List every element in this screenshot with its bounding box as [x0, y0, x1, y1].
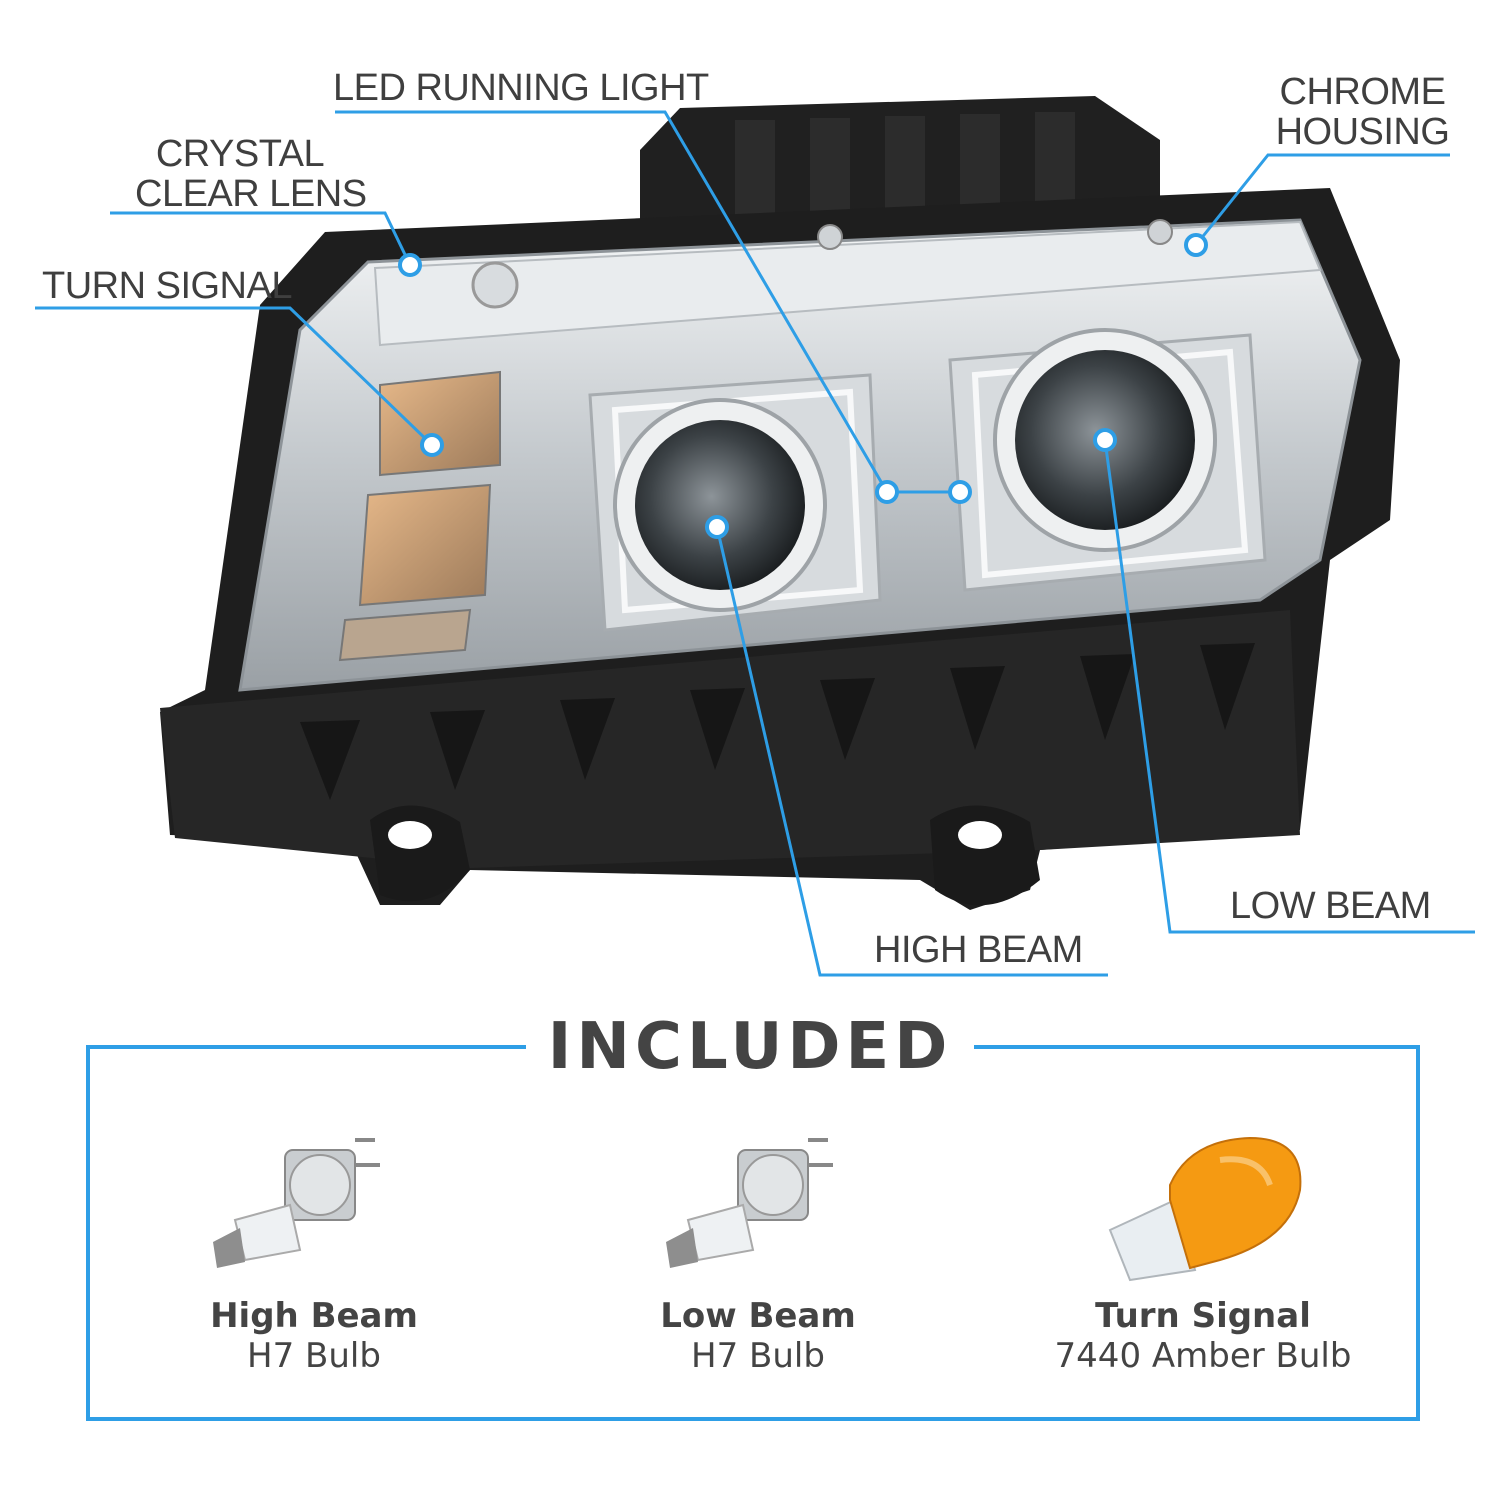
label-chrome-housing: CHROME HOUSING [1270, 72, 1455, 152]
lower-grille [160, 610, 1300, 906]
h7-bulb-icon [213, 1138, 380, 1268]
included-item-low-beam: Low Beam H7 Bulb [548, 1296, 968, 1376]
high-beam-dot [705, 515, 729, 539]
included-item-type: 7440 Amber Bulb [1054, 1336, 1352, 1376]
included-item-type: H7 Bulb [247, 1336, 381, 1376]
included-item-high-beam: High Beam H7 Bulb [104, 1296, 524, 1376]
label-low-beam: LOW BEAM [1230, 885, 1431, 927]
chrome-housing-dot [1184, 233, 1208, 257]
chrome-housing-line [1194, 153, 1450, 246]
callout-dots [398, 233, 1208, 539]
headlight-diagram [35, 96, 1475, 977]
label-led-running-light: LED RUNNING LIGHT [333, 67, 709, 109]
included-item-name: Turn Signal [1095, 1296, 1311, 1336]
included-item-type: H7 Bulb [691, 1336, 825, 1376]
label-turn-signal: TURN SIGNAL [42, 265, 292, 307]
callout-lines [35, 110, 1475, 977]
high-beam-line [715, 526, 1108, 977]
led-running-light-line [335, 110, 889, 493]
included-item-name: High Beam [210, 1296, 418, 1336]
included-item-turn-signal: Turn Signal 7440 Amber Bulb [993, 1296, 1413, 1376]
led-running-light-dot-left [875, 480, 899, 504]
label-chrome-housing-line1: CHROME [1279, 71, 1446, 113]
low-beam-line [1103, 439, 1475, 934]
label-crystal-clear-lens-line2: CLEAR LENS [135, 173, 367, 215]
high-beam-projector [588, 373, 882, 632]
turn-signal-dot [420, 433, 444, 457]
label-crystal-clear-lens-line1: CRYSTAL [155, 133, 325, 175]
crystal-clear-lens-line [110, 211, 412, 266]
mounting-bracket [640, 96, 1160, 230]
label-crystal-clear-lens: CRYSTAL CLEAR LENS [135, 133, 367, 215]
clear-lens-top [373, 220, 1322, 347]
label-chrome-housing-line2: HOUSING [1275, 111, 1450, 153]
amber-7440-bulb-icon [1108, 1136, 1302, 1282]
included-title-text: INCLUDED [525, 1010, 975, 1084]
label-high-beam: HIGH BEAM [874, 929, 1083, 971]
turn-signal-reflectors [338, 370, 501, 662]
led-running-light-dot-right [948, 480, 972, 504]
h7-bulb-icon [666, 1138, 833, 1268]
crystal-clear-lens-dot [398, 253, 422, 277]
included-item-name: Low Beam [660, 1296, 856, 1336]
included-title: INCLUDED [0, 1010, 1500, 1084]
low-beam-dot [1093, 428, 1117, 452]
turn-signal-line [35, 306, 434, 447]
